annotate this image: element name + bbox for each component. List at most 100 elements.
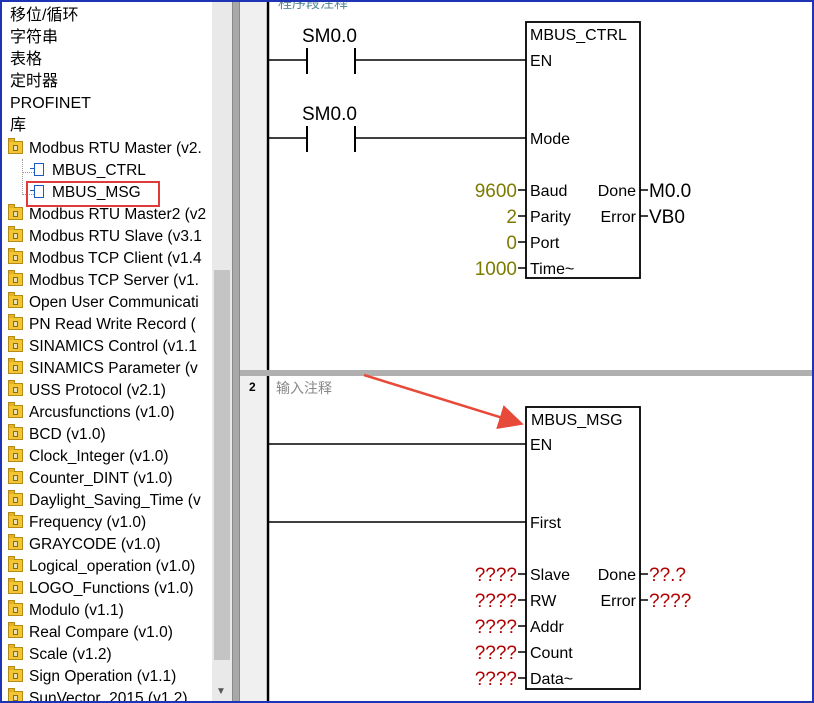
library-folder-icon	[8, 688, 23, 701]
tree-library[interactable]: Counter_DINT (v1.0)	[8, 468, 173, 490]
tree-library[interactable]: SINAMICS Parameter (v	[8, 358, 198, 380]
tree-item-label: Scale (v1.2)	[29, 646, 112, 663]
error-value[interactable]: VB0	[649, 207, 685, 228]
instruction-tree[interactable]: 移位/循环 字符串 表格 定时器 PROFINET 库 Modbus RTU M…	[2, 2, 212, 701]
parity-value[interactable]: 2	[506, 207, 517, 228]
tree-library[interactable]: GRAYCODE (v1.0)	[8, 534, 161, 556]
rw-value[interactable]: ????	[475, 591, 517, 612]
scroll-down-arrow-icon[interactable]: ▼	[216, 686, 226, 697]
tree-item-label: Real Compare (v1.0)	[29, 624, 173, 641]
pin-baud: Baud	[530, 183, 567, 200]
tree-item-label: Modbus RTU Slave (v3.1	[29, 228, 202, 245]
tree-item-label: MBUS_MSG	[52, 184, 141, 201]
tree-category-library[interactable]: 库	[10, 117, 27, 134]
tree-library[interactable]: Logical_operation (v1.0)	[8, 556, 195, 578]
tree-item-mbus-ctrl[interactable]: MBUS_CTRL	[30, 160, 146, 182]
tree-library[interactable]: USS Protocol (v2.1)	[8, 380, 166, 402]
tree-library[interactable]: PN Read Write Record (	[8, 314, 196, 336]
data-value[interactable]: ????	[475, 669, 517, 690]
pin-mode: Mode	[530, 131, 570, 148]
tree-item-label: GRAYCODE (v1.0)	[29, 536, 161, 553]
tree-library[interactable]: Modbus TCP Client (v1.4	[8, 248, 202, 270]
library-folder-icon	[8, 204, 23, 220]
tree-scrollbar[interactable]: ▼	[212, 2, 232, 701]
tree-library[interactable]: Daylight_Saving_Time (v	[8, 490, 201, 512]
pin-parity: Parity	[530, 209, 571, 226]
pin-rw: RW	[530, 593, 557, 610]
tree-library[interactable]: Frequency (v1.0)	[8, 512, 146, 534]
tree-item-label: USS Protocol (v2.1)	[29, 382, 166, 399]
tree-library[interactable]: Scale (v1.2)	[8, 644, 112, 666]
highlight-box	[26, 181, 160, 207]
contact-1-address[interactable]: SM0.0	[302, 26, 357, 47]
library-folder-icon	[8, 424, 23, 440]
tree-category-string[interactable]: 字符串	[10, 29, 59, 46]
ladder-editor[interactable]: 程序段注释 2 输入注释 SM0.0 SM0.0	[240, 2, 812, 701]
tree-item-label: Open User Communicati	[29, 294, 199, 311]
tree-library[interactable]: Modbus RTU Slave (v3.1	[8, 226, 202, 248]
tree-library-modbus-rtu-master[interactable]: Modbus RTU Master (v2.	[8, 138, 202, 160]
scrollbar-thumb[interactable]	[214, 270, 230, 660]
tree-library[interactable]: BCD (v1.0)	[8, 424, 106, 446]
annotation-arrow-icon	[363, 373, 524, 430]
mbus-msg-block[interactable]	[525, 406, 641, 690]
tree-item-label: Modbus RTU Master2 (v2	[29, 206, 207, 223]
library-folder-icon	[8, 446, 23, 462]
tree-item-mbus-msg[interactable]: MBUS_MSG	[30, 182, 141, 204]
error-value[interactable]: ????	[649, 591, 691, 612]
pane-splitter[interactable]	[232, 2, 240, 701]
pin-error: Error	[600, 209, 636, 226]
network-gutter	[240, 2, 266, 701]
tree-item-label: Logical_operation (v1.0)	[29, 558, 196, 575]
library-folder-icon	[8, 358, 23, 374]
tree-library[interactable]: SunVector_2015 (v1.2)	[8, 688, 188, 701]
tree-category-timer[interactable]: 定时器	[10, 73, 59, 90]
tree-library[interactable]: Clock_Integer (v1.0)	[8, 446, 169, 468]
tree-library[interactable]: SINAMICS Control (v1.1	[8, 336, 197, 358]
ladder-diagram: SM0.0 SM0.0 MBUS_CTRL EN Mode Baud Parit…	[266, 2, 691, 701]
timeout-value[interactable]: 1000	[475, 259, 517, 280]
pin-timeout: Time~	[530, 261, 574, 278]
library-folder-icon	[8, 336, 23, 352]
library-folder-icon	[8, 468, 23, 484]
tree-library[interactable]: Modbus TCP Server (v1.	[8, 270, 199, 292]
tree-library[interactable]: Open User Communicati	[8, 292, 199, 314]
tree-library[interactable]: Modbus RTU Master2 (v2	[8, 204, 206, 226]
tree-item-label: Sign Operation (v1.1)	[29, 668, 177, 685]
library-folder-icon	[8, 490, 23, 506]
tree-library[interactable]: Modulo (v1.1)	[8, 600, 124, 622]
tree-item-label: Clock_Integer (v1.0)	[29, 448, 169, 465]
tree-category-shift-rotate[interactable]: 移位/循环	[10, 7, 79, 24]
pin-first: First	[530, 515, 562, 532]
library-folder-icon	[8, 644, 23, 660]
tree-item-label: SunVector_2015 (v1.2)	[29, 690, 188, 701]
done-value[interactable]: M0.0	[649, 181, 691, 202]
network1-comment[interactable]: 程序段注释	[278, 2, 348, 11]
contact-2-address[interactable]: SM0.0	[302, 104, 357, 125]
baud-value[interactable]: 9600	[475, 181, 517, 202]
pin-done: Done	[598, 183, 636, 200]
addr-value[interactable]: ????	[475, 617, 517, 638]
tree-item-label: MBUS_CTRL	[52, 162, 146, 179]
tree-item-label: Counter_DINT (v1.0)	[29, 470, 173, 487]
tree-item-label: SINAMICS Parameter (v	[29, 360, 198, 377]
tree-category-profinet[interactable]: PROFINET	[10, 95, 91, 112]
port-value[interactable]: 0	[506, 233, 517, 254]
slave-value[interactable]: ????	[475, 565, 517, 586]
tree-library[interactable]: Arcusfunctions (v1.0)	[8, 402, 175, 424]
network2-comment[interactable]: 输入注释	[276, 380, 332, 396]
tree-library[interactable]: Sign Operation (v1.1)	[8, 666, 176, 688]
tree-item-label: Modbus TCP Server (v1.	[29, 272, 199, 289]
library-folder-icon	[8, 578, 23, 594]
tree-item-label: Modbus TCP Client (v1.4	[29, 250, 202, 267]
library-folder-icon	[8, 248, 23, 264]
pin-en: EN	[530, 437, 552, 454]
done-value[interactable]: ??.?	[649, 565, 686, 586]
tree-category-table[interactable]: 表格	[10, 51, 43, 68]
count-value[interactable]: ????	[475, 643, 517, 664]
pin-done: Done	[598, 567, 636, 584]
tree-library[interactable]: LOGO_Functions (v1.0)	[8, 578, 194, 600]
pin-port: Port	[530, 235, 560, 252]
mbus-ctrl-block[interactable]	[525, 21, 641, 279]
tree-library[interactable]: Real Compare (v1.0)	[8, 622, 173, 644]
